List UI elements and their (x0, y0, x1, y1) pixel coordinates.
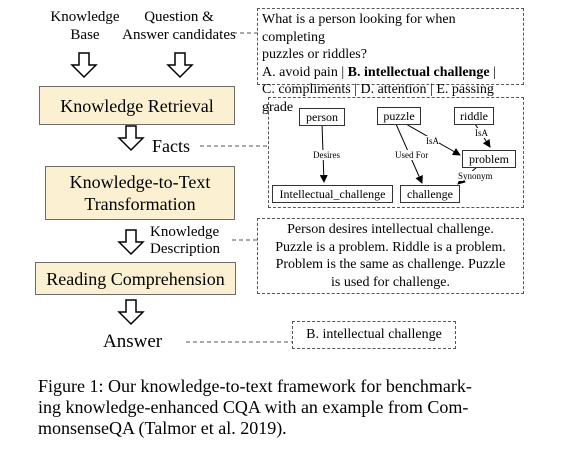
edge-label-desires: Desires (313, 150, 340, 160)
knowledge-description-label: Knowledge Description (150, 224, 220, 257)
edge-label-used-for: Used For (395, 150, 429, 160)
arrow-down-icon (117, 299, 145, 326)
node-person: person (299, 108, 345, 126)
facts-label: Facts (152, 136, 190, 156)
node-intellectual-challenge: Intellectual_challenge (272, 185, 393, 203)
correct-option: B. intellectual challenge (347, 64, 490, 80)
answer-options-row1: A. avoid pain | B. intellectual challeng… (262, 64, 496, 80)
node-challenge: challenge (400, 185, 460, 203)
arrow-down-icon (70, 52, 98, 79)
question-text: What is a person looking for when comple… (262, 12, 456, 45)
flow-arrows (70, 32, 292, 343)
arrow-down-icon (117, 125, 145, 152)
knowledge-base-label: Knowledge Base (50, 9, 120, 43)
figure-caption: Figure 1: Our knowledge-to-text framewor… (38, 376, 472, 438)
edge-label-synonym: Synonym (458, 171, 493, 181)
node-problem: problem (462, 150, 516, 168)
arrow-down-icon (117, 229, 145, 256)
answer-options-row2: C. compliments | D. attention | E. passi… (262, 82, 494, 115)
knowledge-description-box: Person desires intellectual challenge. P… (257, 218, 524, 294)
question-box: What is a person looking for when comple… (257, 8, 524, 115)
arrow-down-icon (166, 52, 194, 79)
node-riddle: riddle (454, 107, 494, 125)
node-puzzle: puzzle (377, 107, 421, 125)
knowledge-graph-box (268, 97, 524, 208)
question-text-cont: puzzles or riddles? (262, 47, 367, 62)
edge-label-isa-2: IsA (475, 128, 488, 138)
answer-label: Answer (103, 331, 163, 352)
edge-label-isa-1: IsA (426, 136, 439, 146)
answer-box: B. intellectual challenge (292, 321, 456, 349)
knowledge-to-text-box: Knowledge-to-Text Transformation (45, 166, 235, 220)
reading-comprehension-box: Reading Comprehension (35, 262, 236, 295)
knowledge-retrieval-box: Knowledge Retrieval (39, 86, 235, 125)
question-answer-label: Question & Answer candidates (122, 9, 236, 43)
